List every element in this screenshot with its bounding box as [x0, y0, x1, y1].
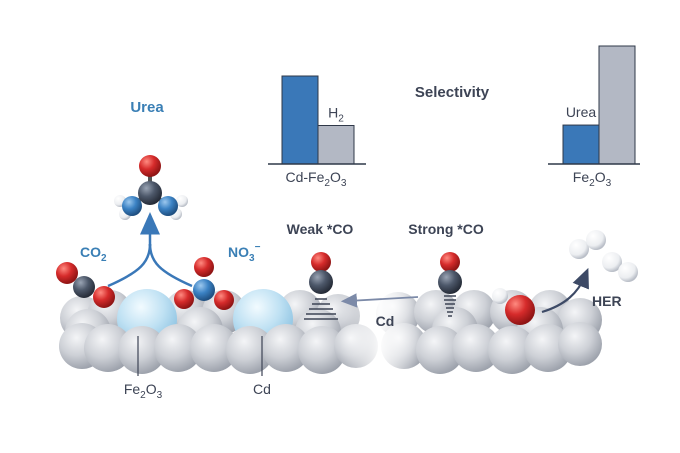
cd-doping-arrow	[340, 293, 419, 308]
no3-label: NO3−	[228, 242, 261, 264]
weak-co-adsorbate	[304, 252, 338, 320]
cd-arrow-label: Cd	[376, 313, 395, 329]
surface-front-row-left	[59, 323, 378, 374]
urea-title: Urea	[130, 99, 164, 116]
strong-bond-lines	[444, 295, 456, 317]
her-h2-molecules	[569, 230, 638, 282]
bar-label-h2: H2	[328, 105, 344, 125]
co2-to-urea-arrow	[107, 243, 152, 288]
no3-molecule	[174, 257, 234, 310]
no3-to-urea-arrow	[148, 243, 193, 288]
co2-label: CO2	[80, 244, 107, 264]
bar-label-urea: Urea	[566, 104, 597, 120]
urea-nitrogen-atom-2	[158, 196, 178, 216]
cd-surface-label: Cd	[253, 381, 271, 397]
fe2o3-surface-label: Fe2O3	[124, 381, 163, 401]
her-arrow	[541, 267, 589, 314]
weak-co-label: Weak *CO	[287, 221, 354, 237]
strong-co-label: Strong *CO	[408, 221, 484, 237]
urea-oxygen-atom	[139, 155, 161, 177]
urea-nitrogen-atom-1	[122, 196, 142, 216]
bar-h2	[598, 45, 636, 165]
urea-carbon-atom	[138, 181, 162, 205]
selectivity-title: Selectivity	[415, 84, 490, 101]
weak-bond-lines	[304, 298, 338, 320]
her-adsorbed-water	[492, 288, 535, 325]
chart-xlabel: Fe2O3	[573, 169, 612, 189]
bar-h2	[317, 125, 355, 165]
her-label: HER	[592, 293, 622, 309]
strong-co-adsorbate	[438, 252, 462, 317]
chart-xlabel: Cd-Fe2O3	[285, 169, 346, 189]
urea-molecule	[114, 155, 188, 220]
co2-molecule	[56, 262, 115, 308]
bar-urea	[562, 124, 600, 165]
bar-urea	[281, 75, 319, 165]
